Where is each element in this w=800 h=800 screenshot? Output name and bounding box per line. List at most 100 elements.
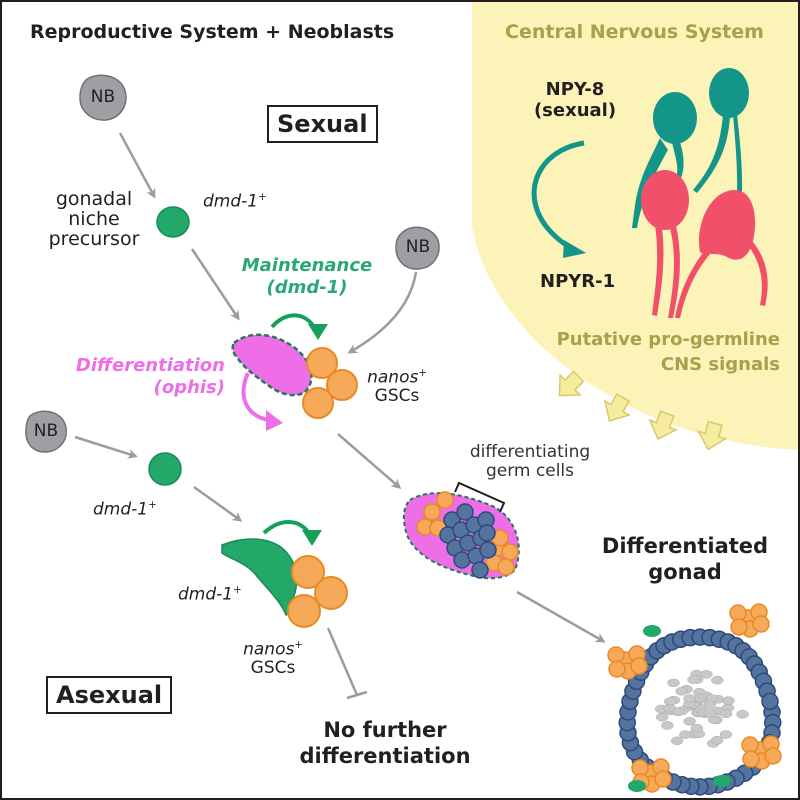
label-line: Differentiated xyxy=(600,533,770,559)
gene-name: dmd-1 xyxy=(178,585,233,605)
sperm-cell xyxy=(704,701,716,709)
gene-name: nanos xyxy=(367,368,418,388)
sperm-cell xyxy=(684,694,696,702)
gsc-cell xyxy=(655,771,671,787)
maintenance-title: Maintenance xyxy=(232,255,382,277)
npy8-name: NPY-8 xyxy=(520,80,630,101)
sperm-cell xyxy=(667,679,679,687)
niche-cell xyxy=(643,625,661,637)
dmd1-label-asexual-precursor: dmd-1+ xyxy=(93,500,157,519)
gsc-cell xyxy=(502,544,518,560)
germ-cell xyxy=(472,562,488,578)
nanos-gscs-label-sexual: nanos+ GSCs xyxy=(362,368,432,406)
sperm-cell xyxy=(711,676,723,684)
gsc-cell xyxy=(765,748,781,764)
niche-cell xyxy=(628,780,646,792)
plus-sign: + xyxy=(294,640,303,651)
differentiation-gene: (ophis) xyxy=(40,377,225,399)
label-line: germ cells xyxy=(455,462,605,481)
label-line: No further xyxy=(285,717,485,743)
germ-cell xyxy=(479,525,495,541)
arrow-differentiating-to-gonad xyxy=(517,592,603,641)
differentiation-label: Differentiation (ophis) xyxy=(40,355,225,398)
inhibition-line xyxy=(328,628,357,695)
dmd1-label-asexual-niche: dmd-1+ xyxy=(178,585,242,604)
cns-signals-label: Putative pro-germline CNS signals xyxy=(530,327,780,377)
sperm-cell xyxy=(704,709,716,717)
sperm-cell xyxy=(671,737,683,745)
gsc-cell xyxy=(631,658,647,674)
niche-precursor-cell-asexual xyxy=(149,453,181,485)
label-line: precursor xyxy=(44,230,144,250)
nb-label-3: NB xyxy=(28,422,64,441)
arrow-nb-to-precursor-asexual xyxy=(75,437,135,456)
sperm-cell xyxy=(720,710,732,718)
plus-sign: + xyxy=(418,368,427,379)
asexual-mode-label: Asexual xyxy=(46,676,172,714)
nb-label-2: NB xyxy=(400,238,436,257)
germ-cell xyxy=(762,693,778,709)
plus-sign: + xyxy=(258,192,267,203)
label-line: differentiation xyxy=(285,743,485,769)
dmd1-label-sexual: dmd-1+ xyxy=(203,192,267,211)
sperm-cell xyxy=(679,731,691,739)
gsc-cell xyxy=(424,504,440,520)
gonadal-niche-precursor-label: gonadal niche precursor xyxy=(44,190,144,250)
gsc-cell xyxy=(743,751,759,767)
plus-sign: + xyxy=(148,500,157,511)
niche-precursor-cell-sexual xyxy=(157,207,189,237)
gscs-text: GSCs xyxy=(362,387,432,406)
maintenance-arrow-asexual xyxy=(264,522,310,535)
gsc-cell xyxy=(498,559,514,575)
differentiated-gonad xyxy=(608,604,781,795)
sperm-cell xyxy=(672,708,684,716)
plus-sign: + xyxy=(233,585,242,596)
differentiating-cluster xyxy=(404,492,519,578)
arrow-nb-to-niche-precursor xyxy=(120,133,154,196)
sperm-cell xyxy=(684,717,696,725)
nanos-gscs-label-asexual: nanos+ GSCs xyxy=(238,640,308,678)
sperm-cell xyxy=(688,676,700,684)
no-further-differentiation-label: No further differentiation xyxy=(285,717,485,770)
arrow-precursor-to-niche-asexual xyxy=(194,487,240,520)
sexual-mode-label: Sexual xyxy=(267,105,378,143)
gene-name: dmd-1 xyxy=(203,192,258,212)
label-line: CNS signals xyxy=(530,352,780,377)
sperm-cell xyxy=(736,710,748,718)
gene-name: dmd-1 xyxy=(93,500,148,520)
differentiated-gonad-label: Differentiated gonad xyxy=(600,533,770,586)
label-line: gonad xyxy=(600,559,770,585)
maintenance-arrow xyxy=(272,315,316,330)
gsc-cell xyxy=(609,661,625,677)
gsc-cell xyxy=(437,492,453,508)
title-reproductive-system: Reproductive System + Neoblasts xyxy=(30,22,394,43)
gsc-cell xyxy=(753,616,769,632)
sperm-cell xyxy=(722,697,734,705)
sperm-cell xyxy=(676,687,688,695)
sperm-cell xyxy=(691,724,703,732)
nanos-gene: nanos+ xyxy=(362,368,432,387)
niche-cell xyxy=(713,775,731,787)
germ-cell xyxy=(480,542,496,558)
label-line: niche xyxy=(44,210,144,230)
label-line: gonadal xyxy=(44,190,144,210)
gsc-cluster-asexual xyxy=(288,556,347,627)
differentiating-germ-cells-label: differentiating germ cells xyxy=(455,443,605,480)
sperm-cell xyxy=(661,721,673,729)
sperm-cell xyxy=(656,713,668,721)
nanos-gene: nanos+ xyxy=(238,640,308,659)
maintenance-label: Maintenance (dmd-1) xyxy=(232,255,382,298)
label-line: differentiating xyxy=(455,443,605,462)
npy8-label: NPY-8 (sexual) xyxy=(520,80,630,121)
maintenance-gene: (dmd-1) xyxy=(232,277,382,299)
npy8-subtitle: (sexual) xyxy=(520,101,630,122)
nb-label-1: NB xyxy=(85,88,121,107)
sperm-cell xyxy=(711,736,723,744)
npyr1-label: NPYR-1 xyxy=(540,272,615,292)
label-line: Putative pro-germline xyxy=(530,327,780,352)
sperm-cell xyxy=(720,731,732,739)
title-cns: Central Nervous System xyxy=(505,22,764,43)
gscs-text: GSCs xyxy=(238,659,308,678)
differentiation-title: Differentiation xyxy=(40,355,225,377)
